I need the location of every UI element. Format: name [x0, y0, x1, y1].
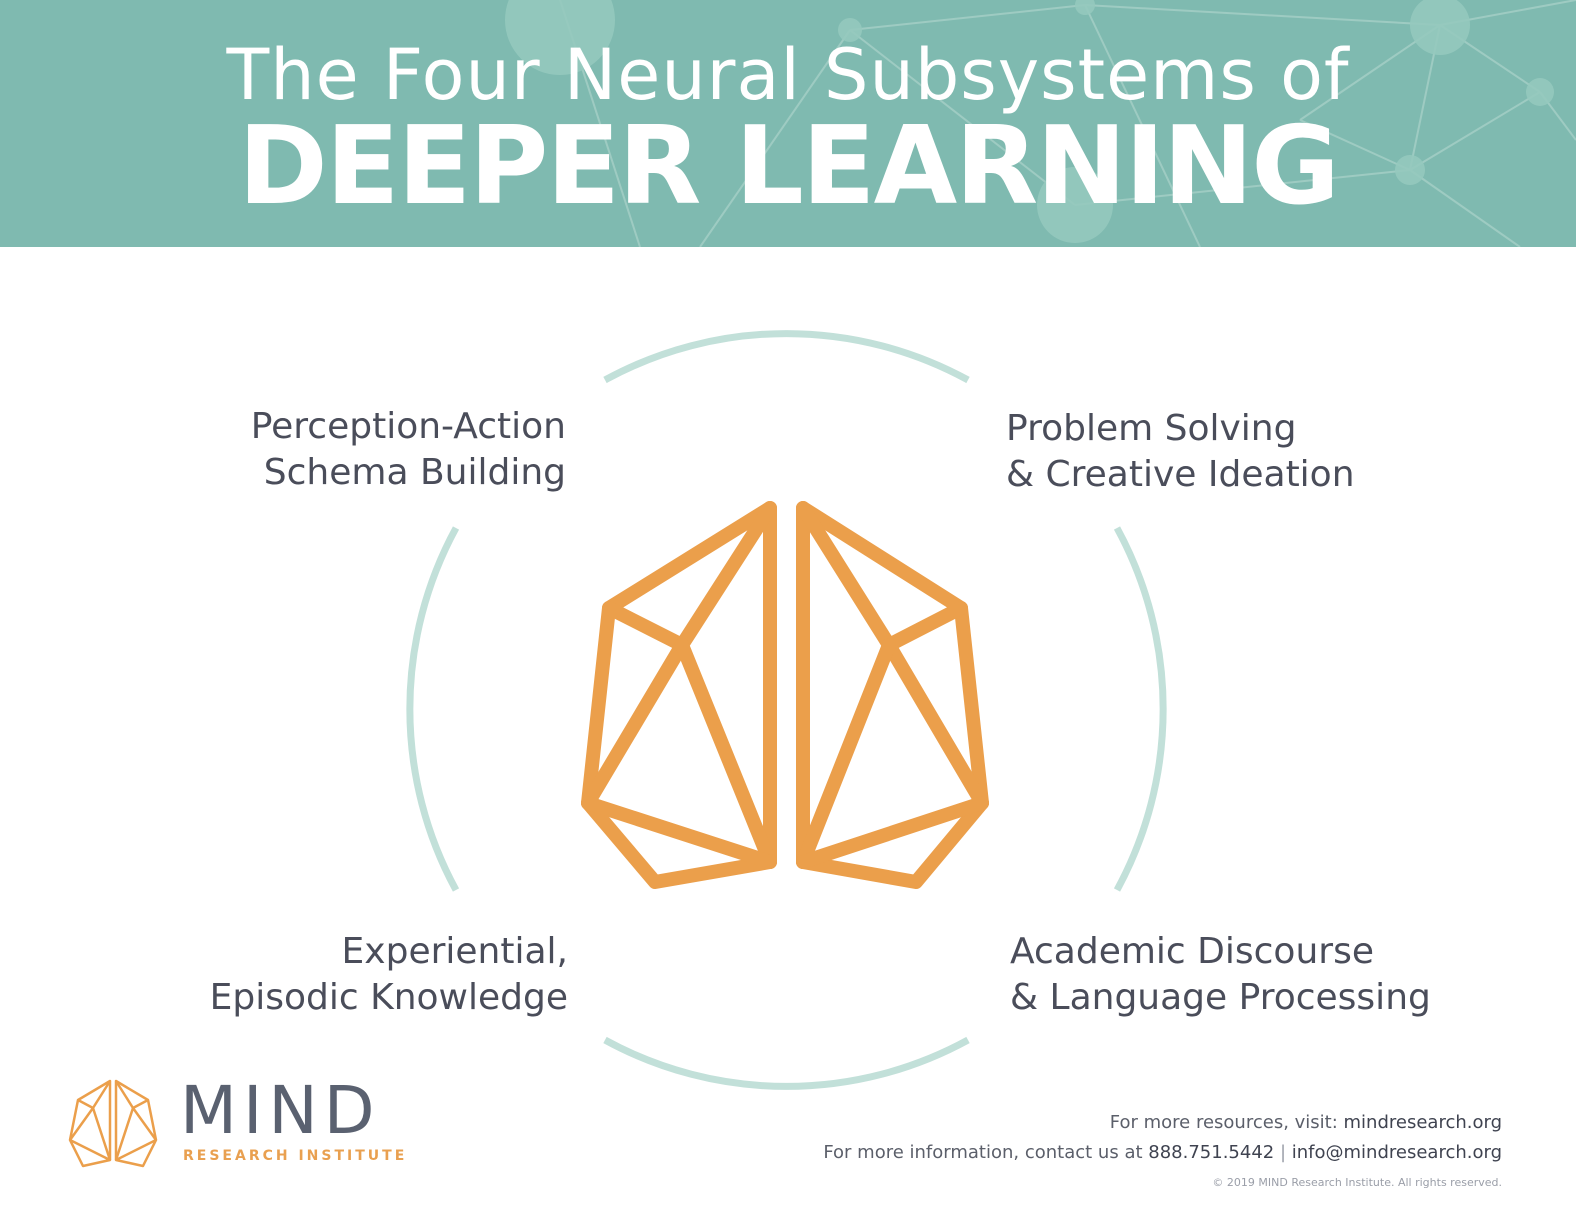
subsystem-label-line: Academic Discourse: [1010, 931, 1374, 972]
footer-contact: For more information, contact us at 888.…: [823, 1142, 1502, 1163]
title-line-2: DEEPER LEARNING: [238, 104, 1340, 229]
brain-logo-icon: [68, 1079, 158, 1168]
footer-resources-prefix: For more resources, visit:: [1109, 1112, 1344, 1133]
copyright-notice: © 2019 MIND Research Institute. All righ…: [1212, 1176, 1502, 1189]
ring-arc-left: [406, 526, 460, 892]
subsystem-label-line: Problem Solving: [1006, 408, 1297, 449]
ring-arc-top: [603, 330, 970, 384]
ring-arc-right: [1113, 526, 1167, 892]
logo-subtitle: RESEARCH INSTITUTE: [183, 1148, 408, 1164]
subsystem-label-line: Perception-Action: [250, 406, 566, 447]
logo-name: MIND: [180, 1072, 381, 1149]
phone-number[interactable]: 888.751.5442: [1148, 1142, 1275, 1163]
ring-arc-bottom: [603, 1036, 970, 1090]
subsystem-label-line: Experiential,: [341, 931, 568, 972]
subsystem-label-line: & Language Processing: [1010, 977, 1431, 1018]
subsystem-perception-action: Perception-Action Schema Building: [251, 404, 566, 496]
title-line-1: The Four Neural Subsystems of: [226, 34, 1350, 116]
network-background-decoration: [505, 0, 1576, 247]
subsystem-academic-discourse: Academic Discourse & Language Processing: [1010, 929, 1431, 1021]
header-banner: The Four Neural Subsystems of DEEPER LEA…: [0, 0, 1576, 247]
email-link[interactable]: info@mindresearch.org: [1291, 1142, 1502, 1163]
footer-resources: For more resources, visit: mindresearch.…: [1110, 1112, 1502, 1133]
subsystem-experiential-knowledge: Experiential, Episodic Knowledge: [210, 929, 568, 1021]
subsystem-label-line: Episodic Knowledge: [209, 977, 568, 1018]
subsystem-problem-solving: Problem Solving & Creative Ideation: [1006, 406, 1355, 498]
footer-separator: |: [1274, 1142, 1292, 1163]
footer-contact-prefix: For more information, contact us at: [823, 1142, 1149, 1163]
subsystem-label-line: & Creative Ideation: [1006, 454, 1355, 495]
geometric-brain-icon: [581, 501, 989, 889]
resources-link[interactable]: mindresearch.org: [1343, 1112, 1502, 1133]
subsystem-label-line: Schema Building: [263, 452, 566, 493]
